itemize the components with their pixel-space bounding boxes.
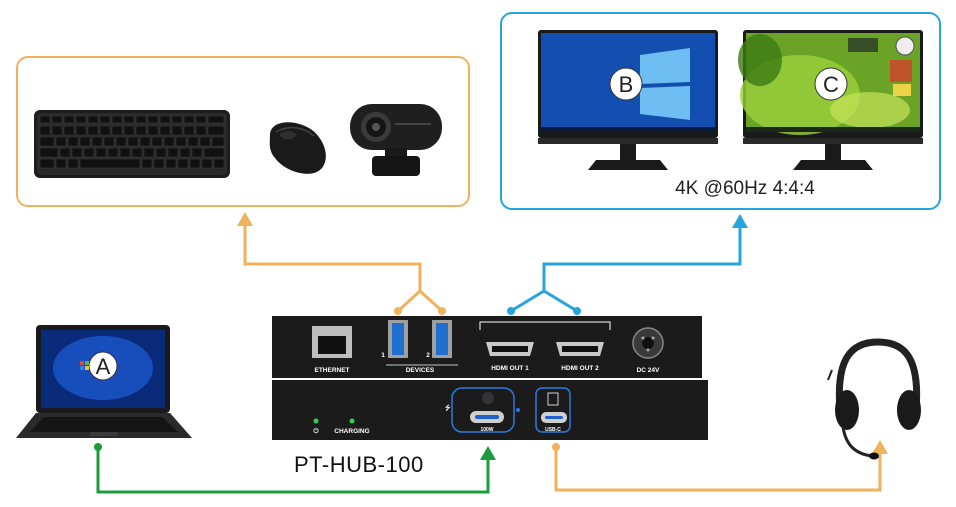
- keyboard-icon: [34, 110, 230, 178]
- usb-2-label: 2: [426, 352, 430, 359]
- charging-label: CHARGING: [334, 428, 369, 435]
- hdmi-out-2-label: HDMI OUT 2: [561, 365, 599, 372]
- hub-rear-panel: [272, 316, 702, 378]
- charging-led: [349, 418, 355, 424]
- hdmi1-dot: [507, 307, 515, 315]
- headset-arrow-icon: [872, 440, 888, 454]
- usb-1-label: 1: [381, 352, 385, 359]
- power-icon: ⏻: [313, 427, 319, 435]
- mouse-icon: [269, 122, 326, 174]
- webcam-icon: [350, 104, 442, 176]
- hub-front-panel: ⏻ ⭍: [272, 380, 708, 440]
- usb1-dot: [394, 307, 402, 315]
- laptop-icon: [16, 325, 192, 438]
- host-connector: [96, 447, 490, 494]
- host-arrow-icon: [480, 446, 496, 460]
- devices-label: DEVICES: [406, 367, 435, 374]
- laptop-label: A: [96, 354, 111, 379]
- ethernet-label: ETHERNET: [314, 367, 349, 374]
- hdmi2-dot: [573, 307, 581, 315]
- power-led: [313, 418, 319, 424]
- hdmi-connector: [510, 226, 742, 313]
- usbc-audio-label: USB-C: [545, 427, 561, 433]
- monitor-b-label: B: [619, 72, 634, 97]
- monitor-b: [538, 30, 718, 170]
- audio-connector: [554, 447, 882, 492]
- dc-label: DC 24V: [637, 367, 660, 374]
- headset-icon: [827, 338, 921, 460]
- usb2-dot: [438, 307, 446, 315]
- displays-group: [500, 12, 941, 210]
- monitor-c: [738, 30, 923, 170]
- hdmi-out-1-label: HDMI OUT 1: [491, 365, 529, 372]
- usbc-host-label: 100W: [480, 427, 493, 433]
- hub-model-name: PT-HUB-100: [294, 452, 424, 477]
- usb-symbol-icon: ⭍: [445, 404, 451, 412]
- peripherals-arrow-icon: [237, 212, 253, 226]
- laptop-dot: [94, 443, 102, 451]
- displays-arrow-icon: [732, 214, 748, 228]
- peripherals-group: [16, 56, 470, 207]
- devices-connector: [243, 224, 444, 313]
- monitor-c-label: C: [823, 72, 839, 97]
- resolution-spec: 4K @60Hz 4:4:4: [675, 178, 815, 199]
- usbc-dot: [552, 443, 560, 451]
- device-icon: [547, 392, 559, 406]
